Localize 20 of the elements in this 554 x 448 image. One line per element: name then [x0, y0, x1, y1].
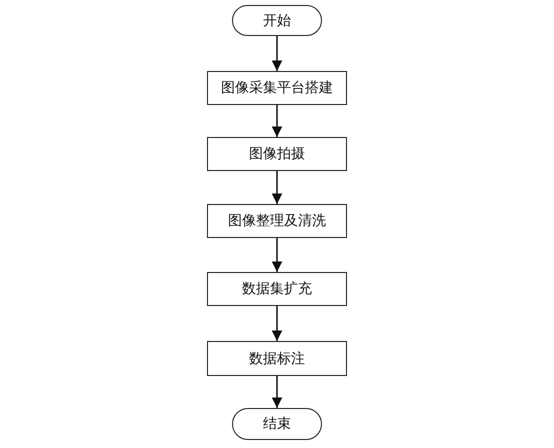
node-label: 图像拍摄 — [249, 145, 305, 163]
arrow — [272, 171, 282, 204]
node-label: 图像采集平台搭建 — [221, 79, 333, 97]
process-box — [207, 137, 347, 171]
terminal-box — [232, 408, 322, 440]
node-label: 数据标注 — [249, 350, 305, 368]
terminal-box — [232, 5, 322, 36]
arrow — [272, 36, 282, 71]
arrow — [272, 238, 282, 272]
arrow — [272, 105, 282, 137]
process-box — [207, 272, 347, 306]
process-box — [207, 204, 347, 238]
process-box — [207, 341, 347, 376]
arrow — [272, 376, 282, 408]
node-label: 图像整理及清洗 — [228, 212, 326, 230]
arrow — [272, 306, 282, 341]
node-label: 数据集扩充 — [242, 280, 312, 298]
node-label: 结束 — [263, 415, 291, 433]
process-box — [207, 71, 347, 105]
node-label: 开始 — [263, 12, 291, 30]
